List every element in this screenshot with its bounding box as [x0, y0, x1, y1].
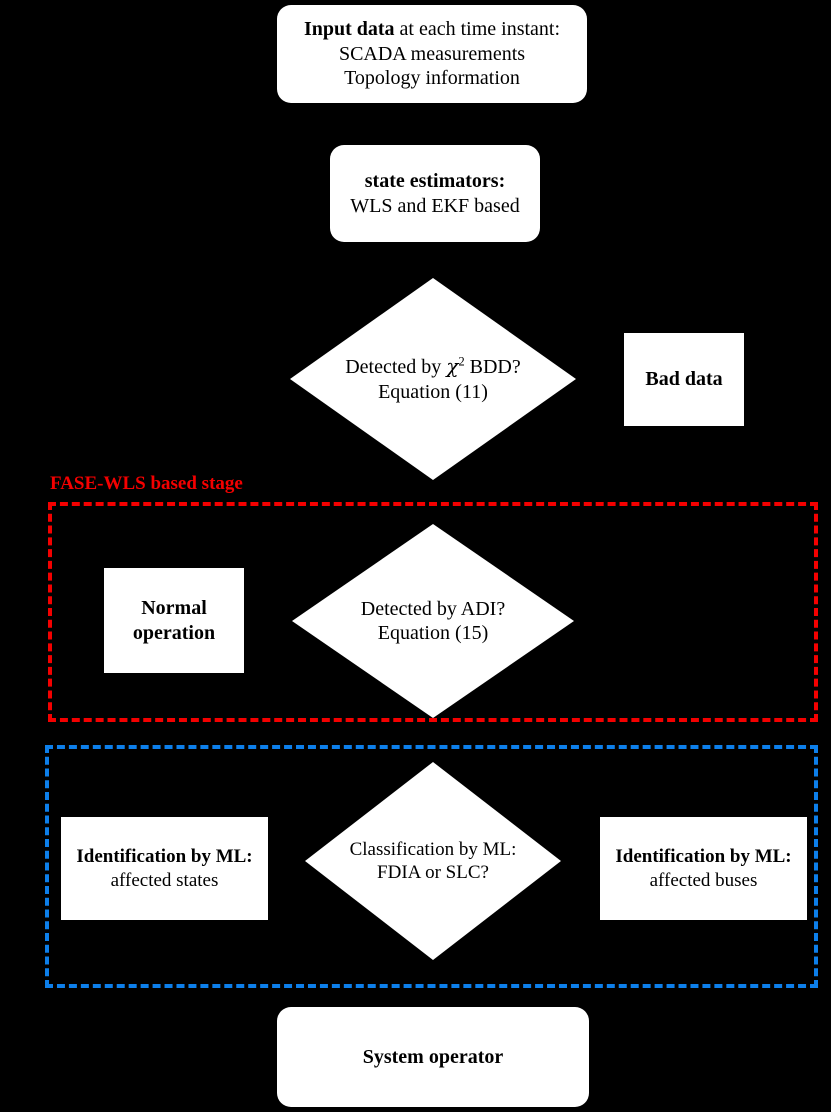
identification-states-line2: affected states — [110, 869, 219, 891]
classification-ml-line1: Classification by ML: — [349, 838, 517, 860]
classification-ml-line2: FDIA or SLC? — [377, 862, 489, 883]
identification-buses-line2: affected buses — [649, 869, 758, 891]
normal-operation-line2: operation — [132, 621, 216, 644]
node-normal-operation[interactable]: Normal operation — [104, 568, 244, 673]
node-classification-ml[interactable]: Classification by ML: FDIA or SLC? — [305, 762, 561, 960]
node-bdd-decision[interactable]: Detected by χ2 BDD? Equation (11) — [290, 278, 576, 480]
adi-decision-line2: Equation (15) — [377, 622, 489, 644]
stage-box-ml-based — [45, 745, 818, 988]
identification-states-line1: Identification by ML: — [76, 846, 253, 868]
node-input-data[interactable]: Input data at each time instant: SCADA m… — [277, 5, 587, 103]
node-bad-data[interactable]: Bad data — [624, 333, 744, 426]
state-estimators-line2: WLS and EKF based — [350, 194, 520, 217]
input-data-line1: Input data at each time instant: — [303, 18, 561, 41]
system-operator-label: System operator — [362, 1045, 504, 1068]
node-state-estimators[interactable]: state estimators: WLS and EKF based — [330, 145, 540, 242]
bad-data-label: Bad data — [645, 368, 723, 391]
input-data-line3: Topology information — [344, 67, 520, 90]
node-identification-states[interactable]: Identification by ML: affected states — [61, 817, 268, 920]
identification-buses-line1: Identification by ML: — [615, 846, 792, 868]
bdd-decision-line1: Detected by χ2 BDD? — [345, 354, 521, 379]
adi-decision-line1: Detected by ADI? — [360, 597, 506, 620]
bdd-decision-line2: Equation (11) — [378, 380, 488, 403]
stage-label-ml-based: ML based stage — [0, 861, 8, 988]
node-identification-buses[interactable]: Identification by ML: affected buses — [600, 817, 807, 920]
stage-label-fase-wls: FASE-WLS based stage — [50, 473, 243, 494]
normal-operation-line1: Normal — [141, 597, 207, 620]
stage-box-fase-wls — [48, 502, 818, 722]
node-system-operator[interactable]: System operator — [277, 1007, 589, 1107]
node-adi-decision[interactable]: Detected by ADI? Equation (15) — [292, 524, 574, 718]
state-estimators-line1: state estimators: — [364, 170, 506, 193]
input-data-line2: SCADA measurements — [338, 42, 526, 65]
